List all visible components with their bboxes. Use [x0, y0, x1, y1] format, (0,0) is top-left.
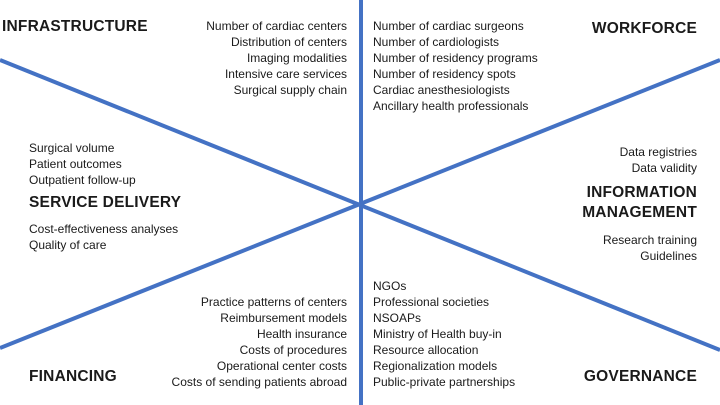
list-item: Data registries [619, 145, 697, 159]
service-delivery-heading: SERVICE DELIVERY [29, 194, 182, 211]
list-item: Resource allocation [373, 343, 479, 357]
list-item: Professional societies [373, 295, 490, 309]
list-item: Surgical volume [29, 141, 115, 155]
list-item: Operational center costs [216, 359, 347, 373]
list-item: Outpatient follow-up [29, 173, 136, 187]
list-item: Guidelines [640, 249, 697, 263]
list-item: NGOs [373, 279, 407, 293]
financing-heading: FINANCING [29, 368, 117, 385]
infrastructure-heading: INFRASTRUCTURE [2, 18, 148, 35]
list-item: Number of cardiologists [373, 35, 500, 49]
list-item: Patient outcomes [29, 157, 122, 171]
list-item: Cardiac anesthesiologists [373, 83, 510, 97]
list-item: Intensive care services [224, 67, 347, 81]
list-item: Public-private partnerships [373, 375, 516, 389]
workforce-heading: WORKFORCE [591, 20, 697, 37]
infrastructure-list: Number of cardiac centers Distribution o… [206, 18, 347, 98]
governance-heading: GOVERNANCE [583, 368, 697, 385]
information-management-heading-line2: MANAGEMENT [582, 204, 697, 221]
list-item: Distribution of centers [230, 35, 347, 49]
governance-list: NGOs Professional societies NSOAPs Minis… [373, 278, 515, 390]
list-item: Regionalization models [373, 359, 498, 373]
financing-list: Practice patterns of centers Reimburseme… [172, 294, 347, 390]
information-management-heading-line1: INFORMATION [586, 184, 697, 201]
list-item: Costs of procedures [239, 343, 347, 357]
list-item: Data validity [631, 161, 697, 175]
list-item: Surgical supply chain [233, 83, 347, 97]
information-management-heading: INFORMATION MANAGEMENT [582, 183, 697, 223]
list-item: Costs of sending patients abroad [171, 375, 347, 389]
list-item: Cost-effectiveness analyses [29, 222, 179, 236]
service-delivery-list-above: Surgical volume Patient outcomes Outpati… [29, 140, 136, 188]
list-item: Ancillary health professionals [373, 99, 529, 113]
list-item: Practice patterns of centers [200, 295, 347, 309]
list-item: Number of cardiac surgeons [373, 19, 524, 33]
list-item: Imaging modalities [246, 51, 347, 65]
list-item: Number of residency spots [373, 67, 516, 81]
list-item: Research training [602, 233, 697, 247]
list-item: Number of cardiac centers [206, 19, 347, 33]
workforce-list: Number of cardiac surgeons Number of car… [373, 18, 538, 114]
list-item: NSOAPs [373, 311, 422, 325]
diagonal-line-ascending [0, 58, 720, 350]
list-item: Ministry of Health buy-in [373, 327, 502, 341]
list-item: Quality of care [29, 238, 107, 252]
information-management-list-above: Data registries Data validity [620, 144, 697, 176]
service-delivery-list-below: Cost-effectiveness analyses Quality of c… [29, 221, 178, 253]
list-item: Reimbursement models [220, 311, 347, 325]
list-item: Number of residency programs [373, 51, 538, 65]
list-item: Health insurance [256, 327, 347, 341]
information-management-list-below: Research training Guidelines [603, 232, 697, 264]
